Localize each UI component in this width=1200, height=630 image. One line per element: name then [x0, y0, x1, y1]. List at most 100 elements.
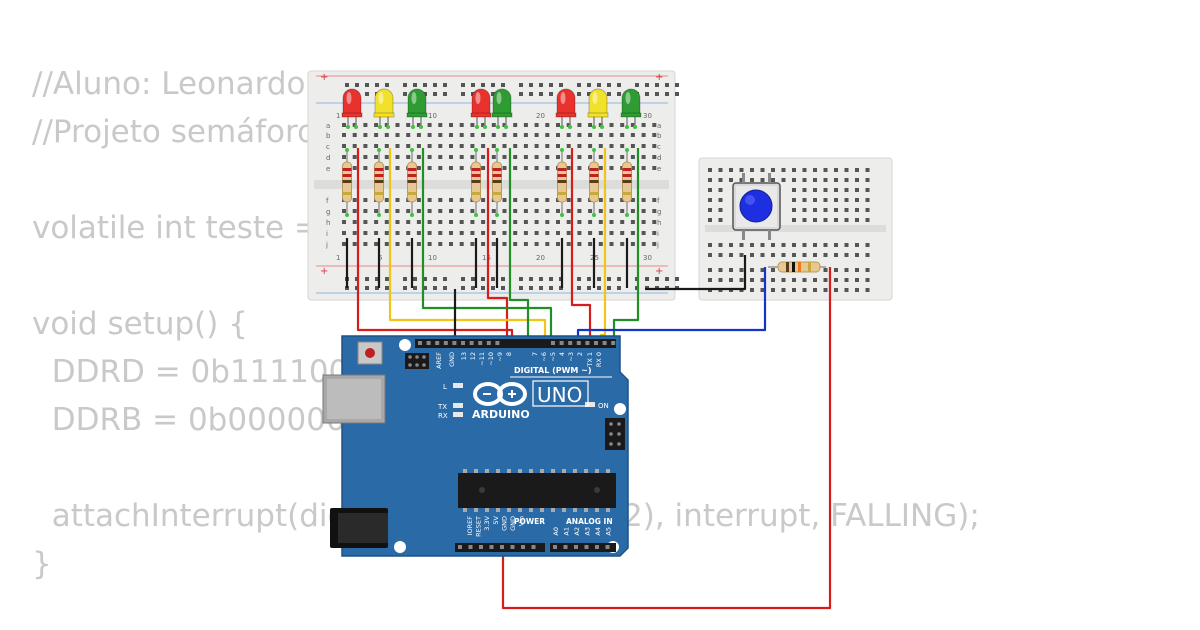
code-editor-text: //Aluno: Leonardo //Projeto semáforo vol… [32, 66, 980, 582]
rail-plus-bl: + [320, 266, 328, 277]
row-letter: b [657, 132, 662, 140]
resistor [492, 148, 502, 217]
row-letter: i [657, 230, 659, 238]
pin-label: A0 [552, 527, 560, 536]
wire-green-2[interactable] [508, 148, 530, 343]
column-number: 20 [536, 254, 545, 262]
digital-header[interactable] [415, 339, 616, 348]
column-number: 5 [378, 254, 382, 262]
row-letter: j [325, 241, 328, 249]
on-led-label: ON [598, 402, 609, 410]
pin-label: ~9 [496, 352, 504, 362]
led [620, 88, 642, 129]
pin-label: 8 [505, 352, 513, 356]
row-letter: d [657, 154, 661, 162]
column-number: 10 [428, 112, 437, 120]
resistor [557, 148, 567, 217]
pin-label: TX 1 [586, 352, 594, 368]
l-led-label: L [443, 383, 447, 391]
uno-label: UNO [537, 383, 582, 407]
resistor [374, 148, 384, 217]
pin-label: AREF [435, 352, 443, 369]
pin-label: ~11 [478, 352, 486, 366]
pin-label: A3 [584, 527, 592, 536]
pin-label: ~10 [487, 352, 495, 366]
row-letter: e [326, 165, 330, 173]
wire-green-1[interactable] [421, 148, 553, 343]
rail-plus-br: + [655, 266, 663, 277]
analog-header[interactable] [550, 543, 616, 552]
row-letter: h [657, 219, 661, 227]
led [470, 88, 492, 129]
pin-label: 4 [558, 352, 566, 356]
pin-label: Vin [518, 516, 526, 526]
row-letter: h [326, 219, 330, 227]
pin-label: 13 [460, 352, 468, 360]
row-letter: d [326, 154, 330, 162]
pin-label: GND [500, 516, 508, 531]
rx-led-label: RX [438, 412, 448, 420]
row-letter: f [326, 197, 329, 205]
pin-label: 12 [469, 352, 477, 360]
led [555, 88, 577, 129]
pin-label: ~6 [540, 352, 548, 362]
pin-label: IOREF [466, 516, 474, 536]
resistor [471, 148, 481, 217]
column-number: 30 [643, 112, 652, 120]
analog-label: ANALOG IN [566, 517, 613, 526]
wire-group [345, 148, 832, 610]
arduino-brand: ARDUINO [472, 408, 530, 421]
row-letter: g [657, 208, 661, 216]
digital-pwm-label: DIGITAL (PWM ~) [514, 366, 592, 375]
small-breadboard [698, 157, 893, 301]
pin-label: A5 [605, 527, 613, 536]
row-letter: c [657, 143, 661, 151]
pin-label: 5V [492, 515, 500, 524]
pin-label: ~3 [567, 352, 575, 362]
pin-label: GND [509, 516, 517, 531]
row-letter: b [326, 132, 331, 140]
pin-label: ~5 [549, 352, 557, 362]
pin-label: 3.3V [483, 515, 491, 530]
pulldown-resistor [768, 261, 826, 273]
led [373, 88, 395, 129]
led [491, 88, 513, 129]
wire-yellow-1[interactable] [388, 148, 547, 343]
arduino-logo-icon [473, 382, 527, 406]
row-letter: f [657, 197, 660, 205]
resistor-group [342, 148, 632, 217]
led [406, 88, 428, 129]
wire-black-button[interactable] [645, 255, 747, 291]
resistor [342, 148, 352, 217]
pin-label: A1 [563, 527, 571, 536]
power-label: POWER [514, 517, 545, 526]
row-letter: g [326, 208, 330, 216]
rail-plus-tr: + [655, 72, 663, 83]
pin-label: 7 [531, 352, 539, 356]
column-number: 1 [336, 254, 340, 262]
row-letter: i [326, 230, 328, 238]
row-letter: a [326, 122, 330, 130]
row-letter: j [656, 241, 659, 249]
push-button[interactable] [732, 173, 781, 240]
wire-red-5v[interactable] [501, 267, 832, 610]
column-number: 10 [428, 254, 437, 262]
wire-green-3[interactable] [612, 148, 640, 343]
column-number: 1 [336, 112, 340, 120]
pin-label: A2 [573, 527, 581, 536]
tx-led-label: TX [437, 403, 447, 411]
uno-label-box [532, 380, 589, 407]
row-letter: c [326, 143, 330, 151]
pin-label: GND [448, 352, 456, 367]
led [587, 88, 609, 129]
pin-label: RESET [475, 516, 483, 537]
pin-label: 2 [576, 352, 584, 356]
pin-label: RX 0 [595, 352, 603, 367]
rail-plus-tl: + [320, 72, 328, 83]
led [341, 88, 363, 129]
led-group [341, 88, 642, 129]
row-letter: e [657, 165, 661, 173]
wire-red-3[interactable] [570, 148, 592, 343]
